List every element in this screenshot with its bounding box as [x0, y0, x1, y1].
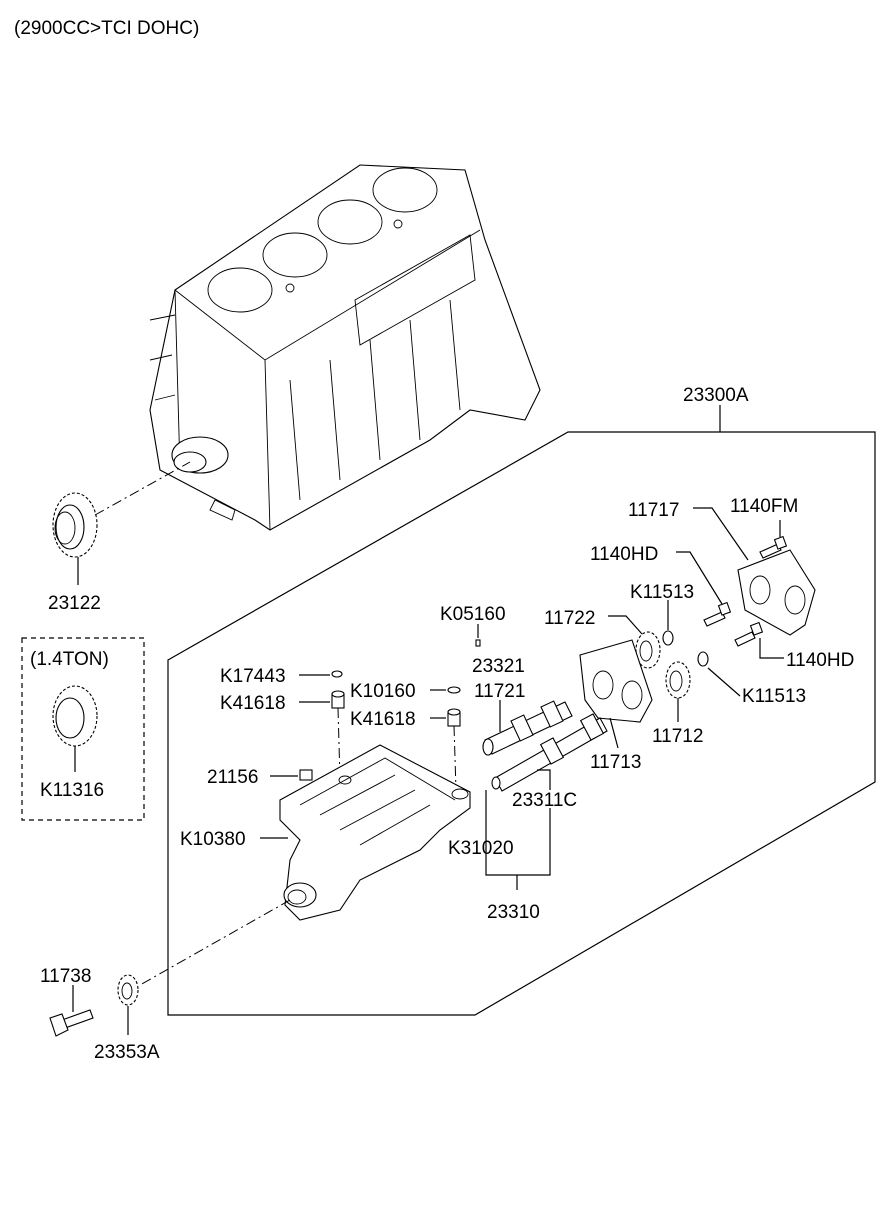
part-label-K41618-b: K41618 [350, 709, 416, 730]
part-label-K41618-a: K41618 [220, 693, 286, 714]
part-label-23122: 23122 [48, 593, 101, 614]
part-label-K31020: K31020 [448, 838, 514, 859]
part-label-11717: 11717 [628, 500, 679, 521]
part-label-23310: 23310 [487, 902, 540, 923]
variant-label: (1.4TON) [30, 649, 109, 670]
bolt-icon [331, 690, 345, 709]
variant-part-label: K11316 [40, 780, 104, 801]
engine-spec-title: (2900CC>TCI DOHC) [14, 18, 199, 39]
gear-icon [52, 685, 98, 747]
gear-icon [635, 631, 661, 669]
washer-icon [697, 651, 709, 667]
part-label-23321: 23321 [472, 656, 525, 677]
part-label-11738: 11738 [40, 966, 91, 987]
bolt-icon [447, 708, 461, 727]
bolt-icon [703, 601, 732, 627]
part-label-K05160: K05160 [440, 604, 506, 625]
crank-sprocket-icon [52, 492, 98, 558]
bolt-icon [49, 1009, 94, 1037]
washer-icon [331, 670, 343, 678]
bolt-icon [475, 639, 481, 647]
washer-icon [662, 630, 674, 646]
part-label-K11513-b: K11513 [742, 686, 806, 707]
assembly-outline [167, 431, 876, 1016]
gear-icon [665, 661, 691, 699]
balance-shaft-housing-icon [279, 744, 471, 921]
part-label-K10160: K10160 [350, 681, 416, 702]
part-label-K11513-a: K11513 [630, 582, 694, 603]
bolt-icon [734, 621, 764, 647]
variant-box [21, 637, 145, 821]
part-label-11713: 11713 [590, 752, 641, 773]
engine-block-icon [149, 164, 541, 531]
part-label-K17443: K17443 [220, 666, 286, 687]
bolt-icon [759, 535, 788, 559]
balance-shaft-icon [491, 713, 608, 792]
part-label-K10380: K10380 [180, 829, 246, 850]
cover-icon [737, 549, 816, 636]
part-label-23300A: 23300A [683, 385, 749, 406]
driven-sprocket-icon [117, 974, 139, 1006]
part-label-11712: 11712 [652, 726, 703, 747]
part-label-1140HD-a: 1140HD [590, 544, 658, 565]
part-label-1140FM: 1140FM [730, 496, 798, 517]
part-label-11721: 11721 [474, 681, 525, 702]
washer-icon [447, 686, 461, 694]
bolt-icon [299, 769, 313, 781]
part-label-23311C: 23311C [512, 790, 577, 811]
cover-icon [579, 639, 653, 723]
part-label-1140HD-b: 1140HD [786, 650, 854, 671]
part-label-23353A: 23353A [94, 1042, 160, 1063]
part-label-11722: 11722 [544, 608, 595, 629]
part-label-21156: 21156 [207, 767, 258, 788]
balance-shaft-icon [482, 700, 573, 756]
